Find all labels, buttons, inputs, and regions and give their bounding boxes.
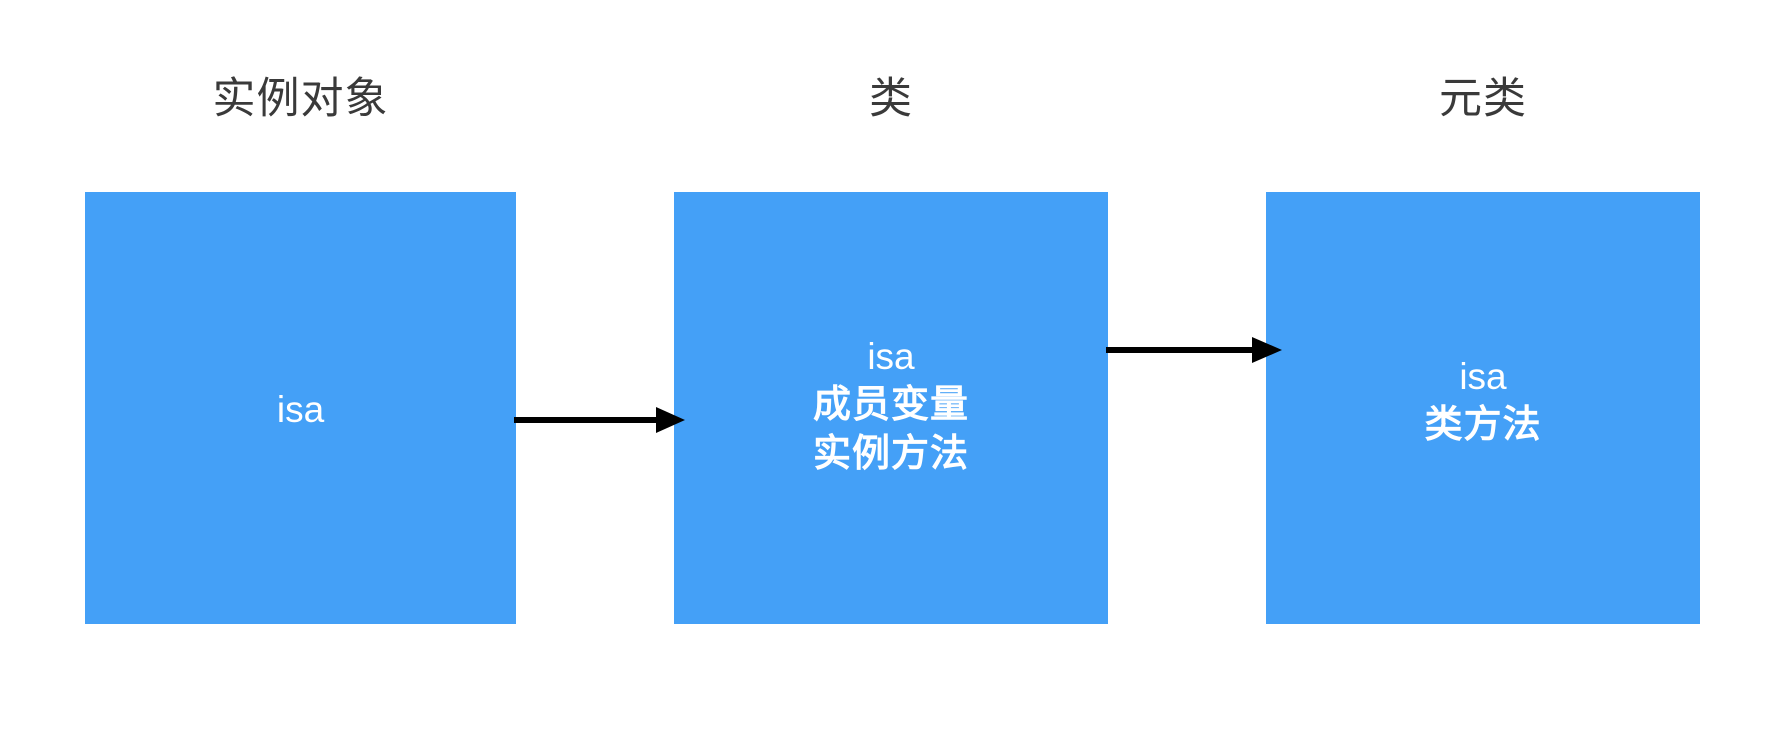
- node-box-metaclass-lines: isa 类方法: [1424, 353, 1541, 449]
- node-box-metaclass-line-class-methods: 类方法: [1424, 402, 1542, 447]
- node-box-class: isa 成员变量 实例方法: [674, 192, 1108, 624]
- node-box-instance-line-isa: isa: [276, 389, 325, 431]
- node-box-metaclass: isa 类方法: [1266, 192, 1700, 624]
- arrow-right-icon-instance-to-class: [512, 400, 687, 440]
- column-title-meta: 元类: [1439, 76, 1527, 123]
- column-title-instance: 实例对象: [212, 76, 389, 123]
- node-box-class-line-isa: isa: [867, 335, 915, 377]
- node-box-instance-lines: isa: [277, 386, 324, 433]
- node-box-class-line-instance-methods: 实例方法: [812, 430, 969, 475]
- arrow-right-icon-class-to-metaclass: [1104, 330, 1284, 370]
- node-box-class-lines: isa 成员变量 实例方法: [813, 333, 969, 478]
- node-box-metaclass-line-isa: isa: [1459, 356, 1507, 397]
- node-box-instance: isa: [85, 192, 516, 624]
- column-title-class: 类: [869, 76, 913, 123]
- node-box-class-line-member-variables: 成员变量: [812, 382, 969, 427]
